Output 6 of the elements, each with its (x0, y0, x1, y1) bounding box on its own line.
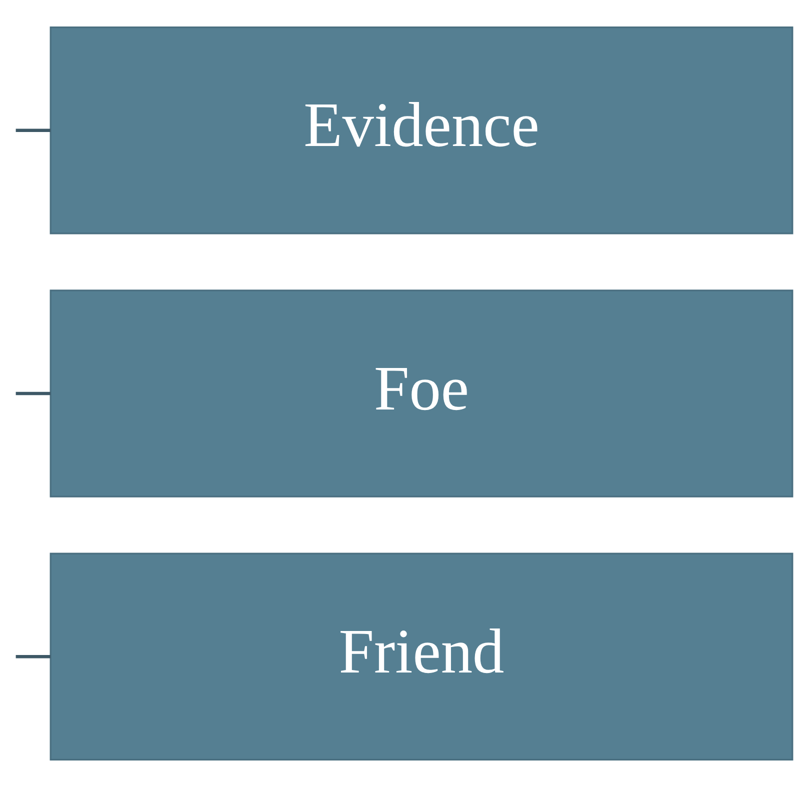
node-box: Foe (50, 289, 794, 497)
connector (16, 391, 51, 395)
connector (16, 654, 51, 658)
node-box: Friend (50, 552, 794, 760)
node-box: Evidence (50, 26, 794, 234)
connector (16, 128, 51, 132)
